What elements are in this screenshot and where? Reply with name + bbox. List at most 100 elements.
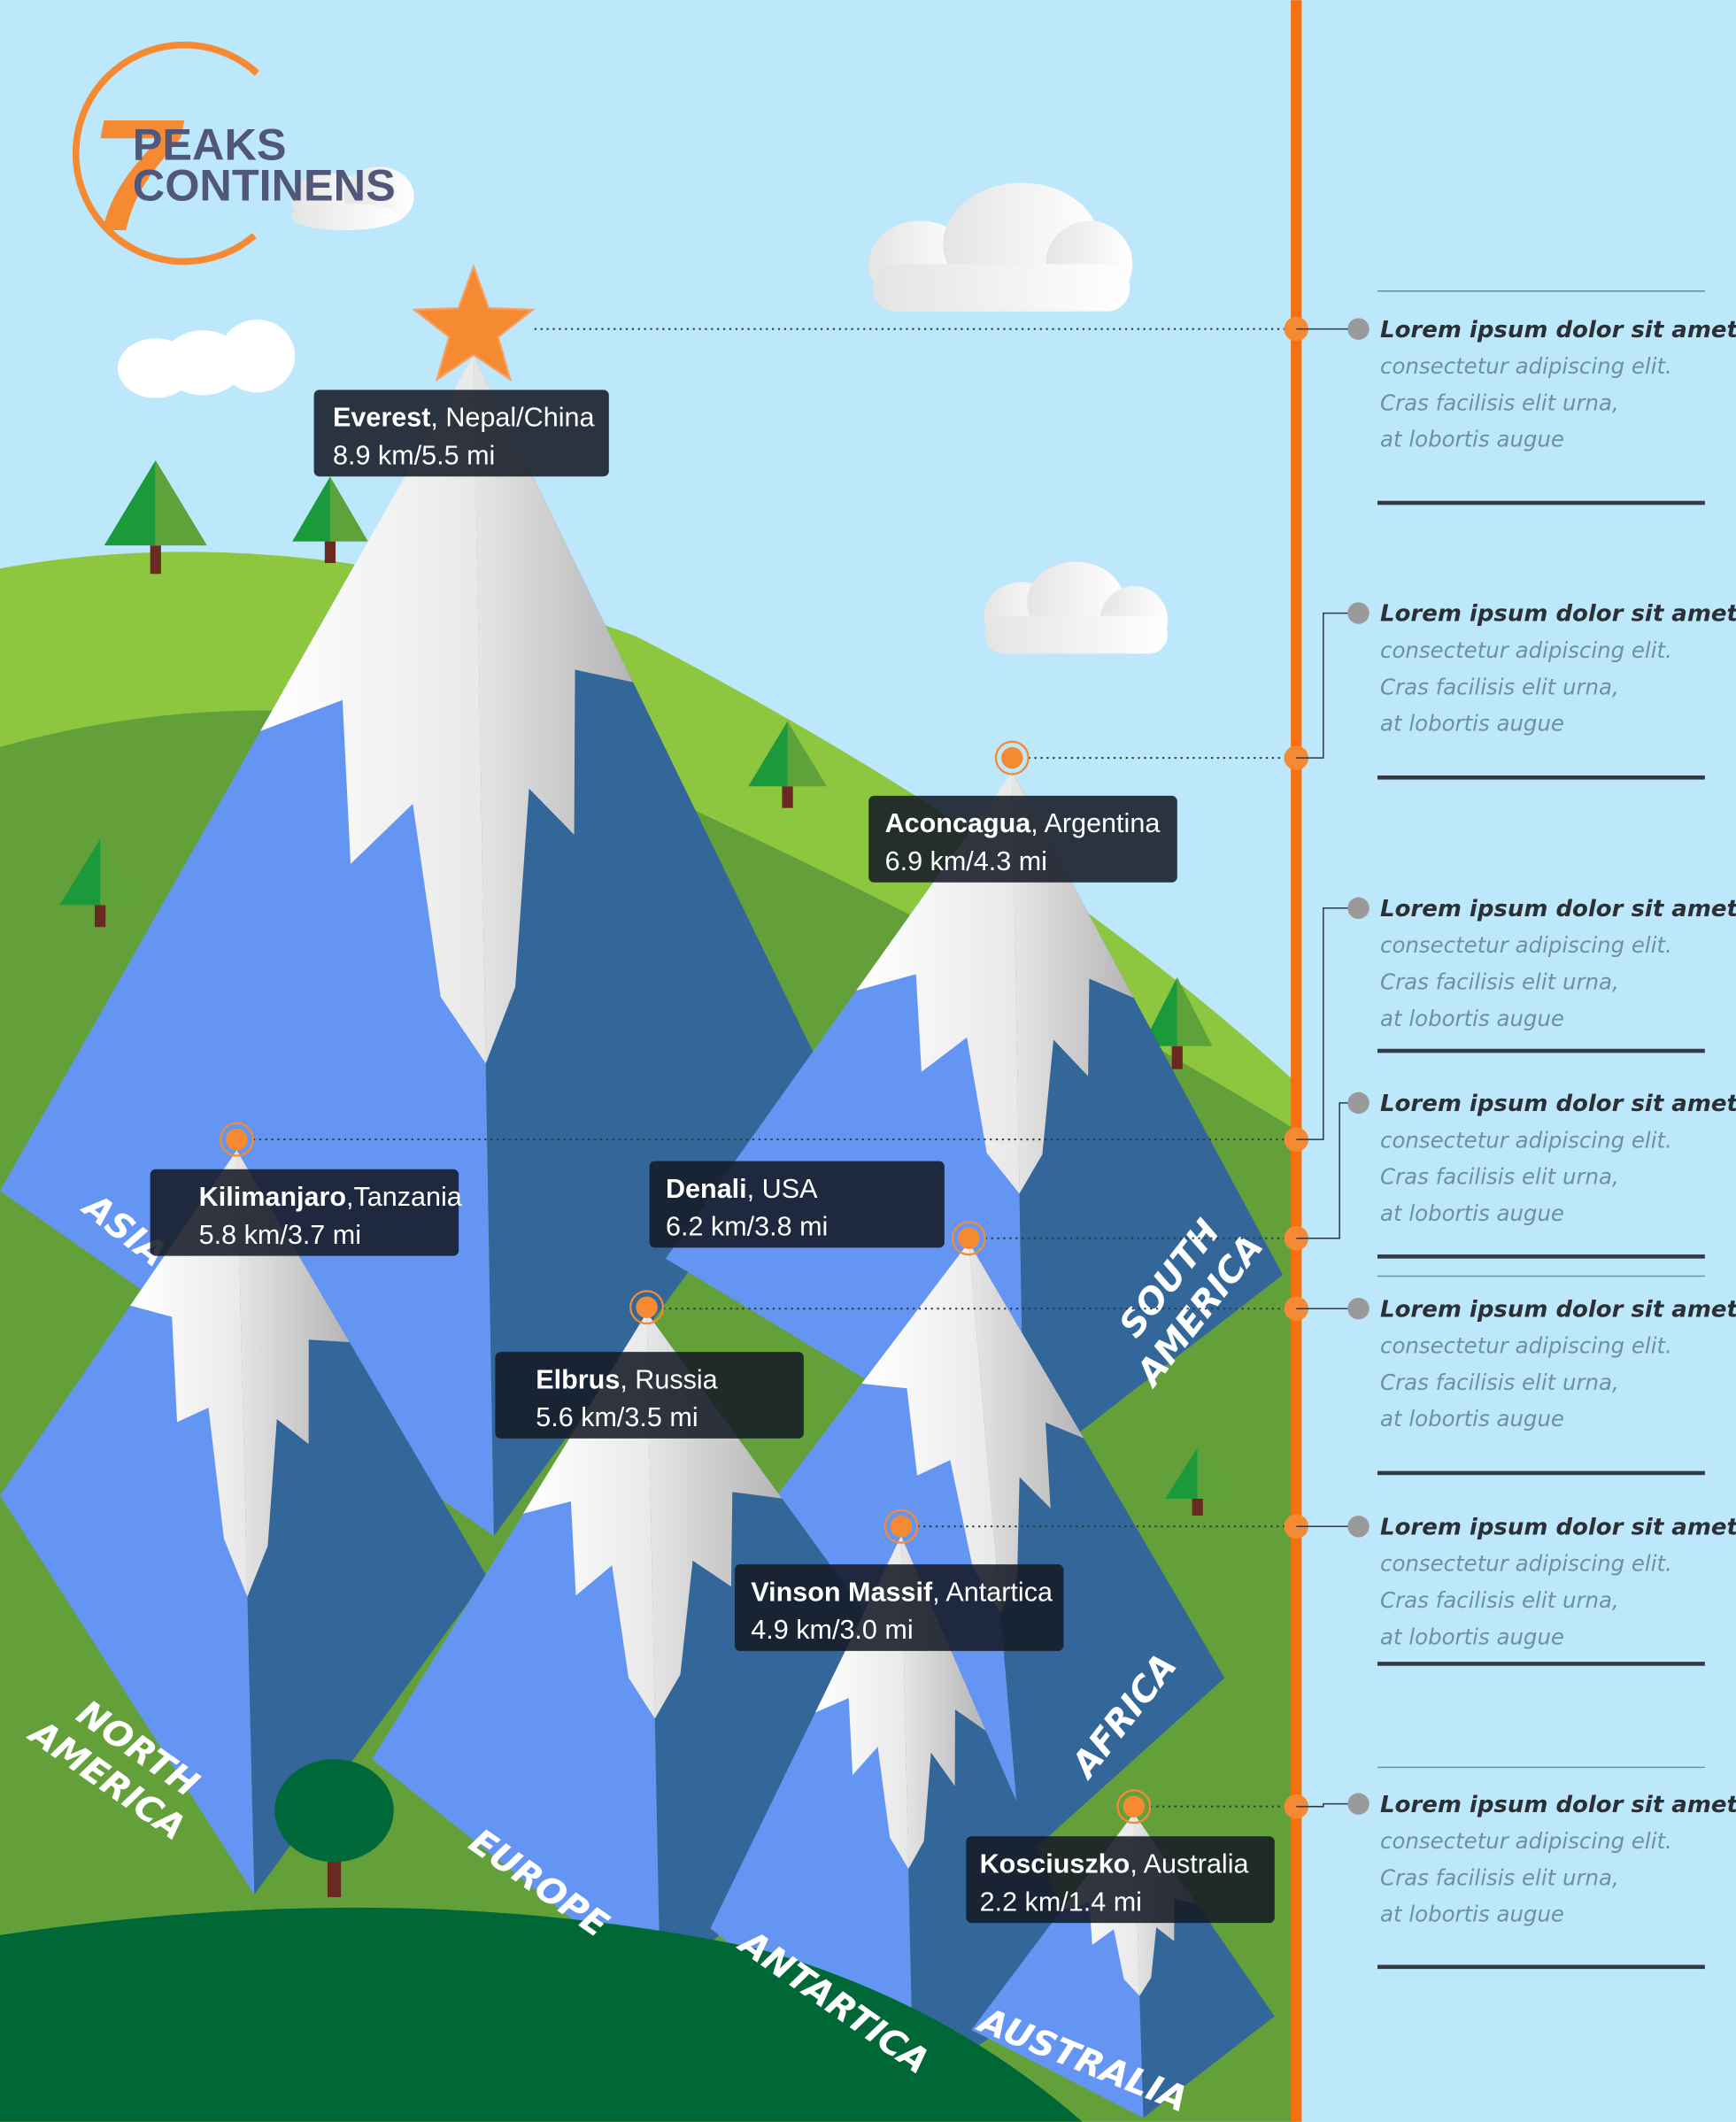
peak-markers xyxy=(219,263,1152,1825)
leader-lines xyxy=(252,328,1294,1808)
snow-cap xyxy=(236,1150,350,1597)
logo-number: 7 xyxy=(89,87,185,265)
info-line: consectetur adipiscing elit. xyxy=(1380,1127,1672,1153)
info-line: Cras facilisis elit urna, xyxy=(1380,1864,1619,1890)
divider xyxy=(1377,500,1705,505)
divider xyxy=(1377,1048,1705,1053)
bullet-icon xyxy=(1347,1092,1370,1115)
bullet-icon xyxy=(1347,602,1370,624)
peak-label-aconcagua: Aconcagua, Argentina 6.9 km/4.3 mi xyxy=(868,795,1177,883)
peak-dot xyxy=(226,1128,248,1151)
info-item: Lorem ipsum dolor sit amet, consectetur a… xyxy=(1284,290,1736,505)
info-line: at lobortis augue xyxy=(1380,427,1564,452)
peak-country: , Antartica xyxy=(932,1577,1053,1607)
info-item: Lorem ipsum dolor sit amet,consectetur a… xyxy=(1284,601,1736,780)
svg-text:Elbrus, Russia: Elbrus, Russia xyxy=(536,1364,717,1394)
peak-country: , Australia xyxy=(1130,1849,1248,1879)
svg-text:Aconcagua, Argentina: Aconcagua, Argentina xyxy=(885,808,1161,838)
peak-dot xyxy=(1123,1795,1146,1817)
snow-cap xyxy=(130,1150,248,1597)
info-line: consectetur adipiscing elit. xyxy=(1380,353,1672,379)
peak-height: 5.8 km/3.7 mi xyxy=(199,1220,361,1250)
info-line: Cras facilisis elit urna, xyxy=(1380,1587,1619,1613)
info-line: Cras facilisis elit urna, xyxy=(1380,674,1619,699)
peak-country: , Russia xyxy=(620,1364,717,1394)
info-panel xyxy=(1301,0,1736,2122)
connector xyxy=(1296,1802,1359,1808)
bullet-icon xyxy=(1347,1297,1370,1320)
peak-name: Denali xyxy=(666,1174,747,1204)
peak-height: 6.9 km/4.3 mi xyxy=(885,846,1047,876)
peak-dot xyxy=(890,1516,913,1538)
info-item: Lorem ipsum dolor sit amet,consectetur a… xyxy=(1284,1275,1736,1476)
info-line: at lobortis augue xyxy=(1380,1902,1564,1927)
info-line: Cras facilisis elit urna, xyxy=(1380,968,1619,994)
peak-height: 4.9 km/3.0 mi xyxy=(751,1615,913,1645)
bullet-icon xyxy=(1347,897,1370,920)
divider xyxy=(1377,775,1705,780)
snow-cap xyxy=(473,354,634,1064)
bullet-icon xyxy=(1347,318,1370,340)
svg-text:Kilimanjaro,Tanzania: Kilimanjaro,Tanzania xyxy=(199,1182,462,1212)
info-line: at lobortis augue xyxy=(1380,1624,1564,1649)
info-line: at lobortis augue xyxy=(1380,1200,1564,1226)
bullet-icon xyxy=(1347,1793,1370,1815)
cloud xyxy=(984,561,1169,654)
peak-country: , USA xyxy=(747,1174,818,1204)
info-item: Lorem ipsum dolor sit amet, consectetur a… xyxy=(1284,1766,1736,1970)
peak-height: 8.9 km/5.5 mi xyxy=(333,440,495,470)
info-line: consectetur adipiscing elit. xyxy=(1380,637,1672,663)
peak-country: , Nepal/China xyxy=(430,403,594,433)
info-line: consectetur adipiscing elit. xyxy=(1380,1828,1672,1854)
connector xyxy=(1296,612,1359,759)
peak-label-everest: Everest, Nepal/China 8.9 km/5.5 mi xyxy=(313,390,609,477)
peak-ring xyxy=(951,1221,986,1256)
peak-name: Aconcagua xyxy=(885,808,1032,838)
peak-ring xyxy=(994,740,1030,775)
peak-name: Kilimanjaro xyxy=(199,1182,346,1212)
divider xyxy=(1377,1662,1705,1666)
peak-dot xyxy=(1001,746,1023,769)
peak-label-denali: Denali, USA 6.2 km/3.8 mi xyxy=(649,1161,945,1248)
svg-text:Everest, Nepal/China: Everest, Nepal/China xyxy=(333,403,594,433)
connector xyxy=(1296,907,1359,1140)
info-item: Lorem ipsum dolor sit amet,consectetur a… xyxy=(1284,1514,1736,1666)
logo-line2: CONTINENS xyxy=(133,159,396,210)
divider xyxy=(1377,1964,1705,1970)
cloud xyxy=(290,166,414,231)
info-heading: Lorem ipsum dolor sit amet, xyxy=(1380,1792,1736,1818)
peak-height: 5.6 km/3.5 mi xyxy=(536,1402,698,1432)
info-item: Lorem ipsum dolor sit amet, consectetur a… xyxy=(1284,896,1736,1152)
logo: 7 PEAKS CONTINENS xyxy=(72,42,396,266)
info-heading: Lorem ipsum dolor sit amet, xyxy=(1380,1514,1736,1540)
peak-height: 6.2 km/3.8 mi xyxy=(666,1212,828,1242)
logo-line1: PEAKS xyxy=(133,120,287,170)
cloud xyxy=(868,182,1133,312)
info-line: at lobortis augue xyxy=(1380,1406,1564,1431)
svg-text:Vinson Massif, Antartica: Vinson Massif, Antartica xyxy=(751,1577,1053,1607)
peak-label-elbrus: Elbrus, Russia 5.6 km/3.5 mi xyxy=(495,1352,804,1439)
bullet-icon xyxy=(1347,1516,1370,1538)
peak-country: ,Tanzania xyxy=(346,1182,462,1212)
info-item: Lorem ipsum dolor sit amet,consectetur a… xyxy=(1284,1091,1736,1259)
info-line: consectetur adipiscing elit. xyxy=(1380,1333,1672,1359)
info-line: Cras facilisis elit urna, xyxy=(1380,1370,1619,1395)
info-line: Cras facilisis elit urna, xyxy=(1380,390,1619,415)
info-line: Cras facilisis elit urna, xyxy=(1380,1164,1619,1190)
svg-text:Denali, USA: Denali, USA xyxy=(666,1174,818,1204)
snow-cap xyxy=(968,1242,1084,1614)
peak-name: Elbrus xyxy=(536,1364,620,1394)
peak-country: , Argentina xyxy=(1030,808,1160,838)
info-heading: Lorem ipsum dolor sit amet, xyxy=(1380,896,1736,922)
mountain-denali xyxy=(0,1150,488,1895)
peak-labels: Everest, Nepal/China 8.9 km/5.5 mi Aconcag… xyxy=(150,390,1275,1924)
info-heading: Lorem ipsum dolor sit amet, xyxy=(1380,317,1736,343)
timeline-bar xyxy=(1291,0,1302,2122)
info-list: Lorem ipsum dolor sit amet, consectetur a… xyxy=(1284,290,1736,1970)
star-icon xyxy=(411,263,536,382)
peak-name: Kosciuszko xyxy=(980,1849,1130,1879)
snow-cap xyxy=(861,1242,1001,1614)
peak-ring xyxy=(883,1509,919,1544)
